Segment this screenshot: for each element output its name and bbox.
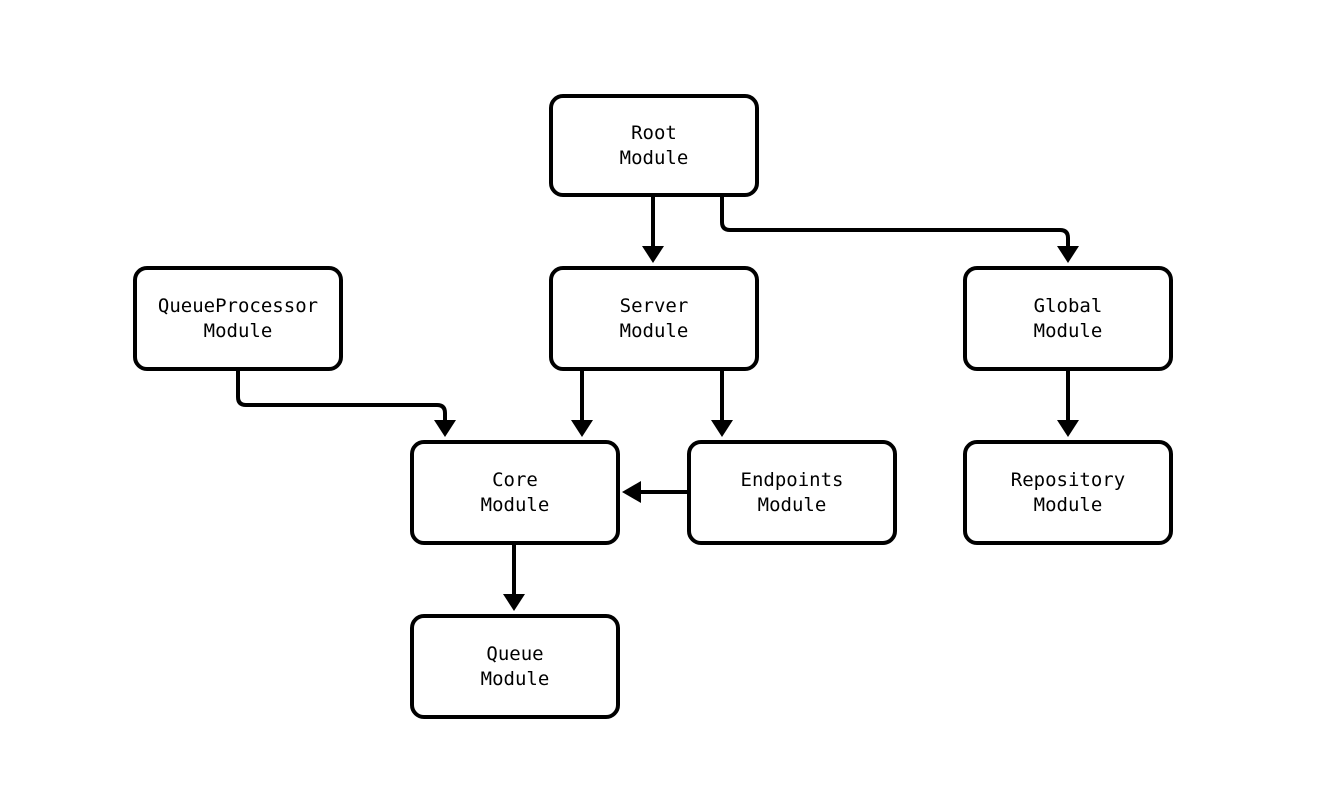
edge-server-to-core [571, 371, 593, 437]
node-core[interactable]: Core Module [410, 440, 620, 545]
edge-queueprocessor-to-core [236, 371, 456, 437]
node-root-subtitle: Module [619, 146, 689, 169]
node-core-subtitle: Module [480, 493, 550, 516]
edge-global-to-repository [1057, 371, 1079, 437]
node-queue[interactable]: Queue Module [410, 614, 620, 719]
node-endpoints[interactable]: Endpoints Module [687, 440, 897, 545]
node-queueprocessor-title: QueueProcessor [157, 294, 319, 317]
edge-root-to-server [642, 197, 664, 263]
node-queueprocessor-subtitle: Module [203, 319, 273, 342]
node-repository-subtitle: Module [1033, 493, 1103, 516]
node-root[interactable]: Root Module [549, 94, 759, 197]
node-global-title: Global [1033, 294, 1103, 317]
node-queueprocessor[interactable]: QueueProcessor Module [133, 266, 343, 371]
node-core-title: Core [492, 468, 538, 491]
node-endpoints-subtitle: Module [757, 493, 827, 516]
edge-server-to-endpoints [711, 371, 733, 437]
node-server[interactable]: Server Module [549, 266, 759, 371]
node-global-subtitle: Module [1033, 319, 1103, 342]
node-root-title: Root [631, 121, 677, 144]
node-repository[interactable]: Repository Module [963, 440, 1173, 545]
node-server-subtitle: Module [619, 319, 689, 342]
node-repository-title: Repository [1010, 468, 1126, 491]
edge-root-to-global [720, 197, 1079, 263]
node-queue-title: Queue [486, 642, 544, 665]
node-global[interactable]: Global Module [963, 266, 1173, 371]
edge-core-to-queue [503, 545, 525, 611]
node-endpoints-title: Endpoints [740, 468, 844, 491]
edge-endpoints-to-core [622, 481, 687, 503]
node-server-title: Server [619, 294, 689, 317]
node-queue-subtitle: Module [480, 667, 550, 690]
